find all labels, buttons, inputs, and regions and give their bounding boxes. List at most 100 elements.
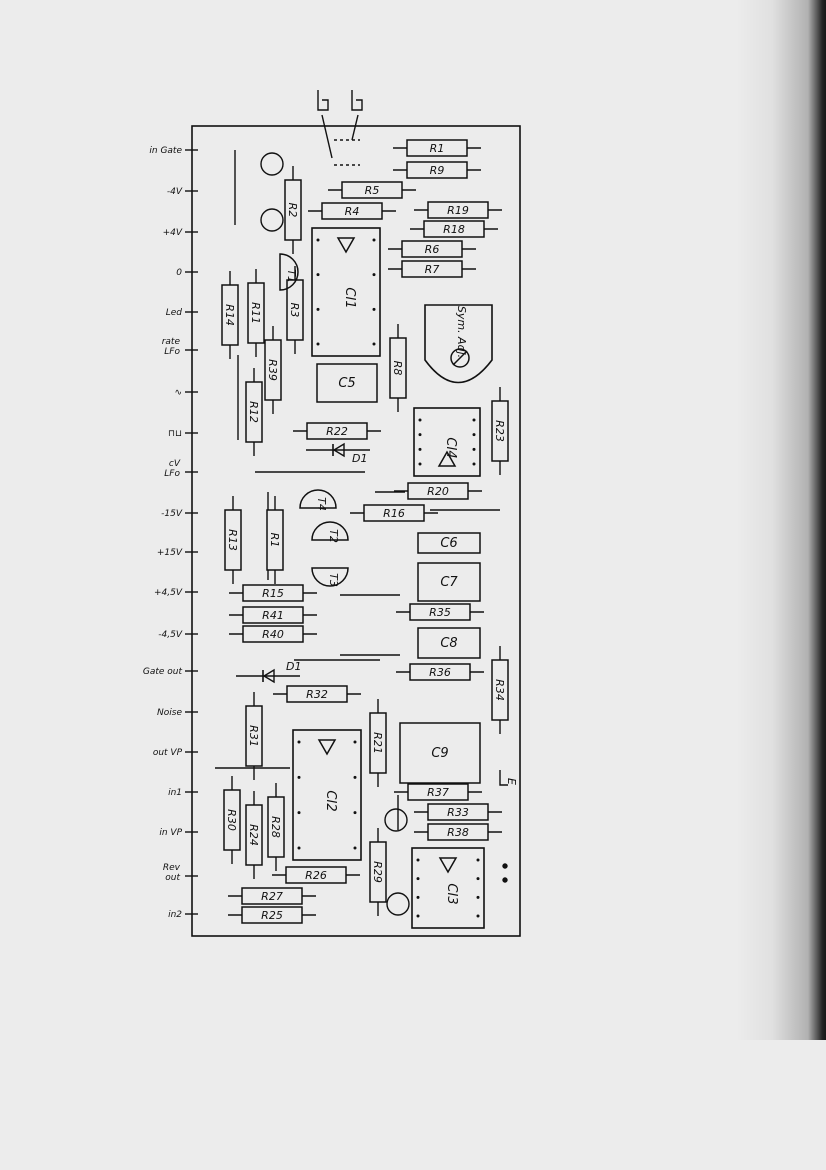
resistor-label: R9 [430,164,445,177]
round-component [260,152,284,176]
resistor-r33: R33 [414,803,502,821]
transistor-label: T4 [315,497,328,511]
resistor-r6: R6 [388,240,476,258]
edge-label-noise: Noise [157,708,198,718]
edge-label-text: -4V [167,187,183,197]
resistor-r32: R32 [273,685,361,703]
resistor-r28: R28 [267,783,285,871]
resistor-r29: R29 [369,828,387,916]
edge-label-text: LFo [164,347,180,357]
edge-label-in2: in2 [168,910,198,920]
resistor-label: R8 [391,361,404,376]
round-component [386,892,410,916]
resistor-label: R37 [427,786,449,799]
resistor-label: R26 [305,869,327,882]
edge-label-plus-4-5v: +4,5V [154,588,198,598]
resistor-label: R7 [425,263,440,276]
resistor-label: R6 [425,243,440,256]
resistor-r26: R26 [272,866,360,884]
edge-label-text: ⊓⊔ [168,429,182,439]
edge-label-text: ∿ [174,388,182,398]
edge-label-text: Noise [157,708,182,718]
capacitor-label: C6 [440,536,457,551]
resistor-r9: R9 [393,161,481,179]
resistor-r1: R1 [393,139,481,157]
edge-label-text: in2 [168,910,182,920]
resistor-r12: R12 [245,368,263,456]
resistor-label: R16 [383,507,405,520]
resistor-r14: R14 [221,271,239,359]
resistor-label: R24 [247,824,260,846]
diode-label: D1 [352,452,367,465]
resistor-r27: R27 [228,887,316,905]
ic-label: CI4 [443,437,458,458]
resistor-label: R36 [429,666,451,679]
resistor-label: R25 [261,909,283,922]
resistor-r35: R35 [396,603,484,621]
capacitor-c7: C7 [417,562,481,602]
edge-label-text: out VP [153,748,183,758]
resistor-label: R29 [371,861,384,883]
capacitor-c5: C5 [316,363,378,403]
transistor-label: T3 [327,573,340,587]
resistor-label: R15 [262,587,284,600]
edge-label-text: +15V [157,548,183,558]
capacitor-c8: C8 [417,627,481,659]
resistor-label: R41 [262,609,284,622]
resistor-r3: R3 [286,266,304,354]
resistor-r24: R24 [245,791,263,879]
resistor-r18: R18 [410,220,498,238]
resistor-r4: R4 [308,202,396,220]
resistor-r2: R2 [284,166,302,254]
resistor-r23: R23 [491,387,509,475]
resistor-r25: R25 [228,906,316,924]
round-component [260,208,284,232]
capacitor-label: C7 [440,575,458,590]
ic-ci2: CI2 [292,729,362,861]
edge-label-led: Led [166,308,198,318]
edge-label-text: rate [162,337,181,347]
edge-label-plus-4v: +4V [163,228,198,238]
resistor-label: R18 [443,223,465,236]
ic-ci4: CI4 [413,407,481,477]
resistor-label: R32 [306,688,328,701]
edge-label-minus-4v: -4V [167,187,198,197]
resistor-label: R27 [261,890,283,903]
ic-label: CI1 [342,287,357,308]
capacitor-c6: C6 [417,532,481,554]
capacitor-label: C5 [338,376,355,391]
edge-label-text: LFo [164,469,180,479]
resistor-label: R19 [447,204,469,217]
resistor-r7: R7 [388,260,476,278]
resistor-r31: R31 [245,692,263,780]
edge-label-text: Rev [163,863,181,873]
resistor-label: R30 [225,809,238,831]
diode-label: D1 [286,660,301,673]
edge-label-text: in Gate [149,146,182,156]
resistor-label: R2 [286,203,299,218]
resistor-label: R35 [429,606,451,619]
resistor-r11: R11 [247,269,265,357]
capacitor-label: C9 [431,746,448,761]
diode-d1b: D1 [236,660,301,684]
resistor-label: R12 [247,401,260,423]
transistor-t2: T2 [311,521,349,543]
capacitor-label: C8 [440,636,457,651]
resistor-label: R4 [345,205,360,218]
edge-label-text: +4V [163,228,183,238]
transistor-label: T1 [285,269,298,283]
edge-label-minus-15v: -15V [161,509,198,519]
edge-label-text: cV [169,459,181,469]
resistor-label: R5 [365,184,380,197]
round-component [384,808,408,832]
resistor-r20: R20 [394,482,482,500]
resistor-r21: R21 [369,699,387,787]
edge-label-sine: ∿ [174,388,198,398]
